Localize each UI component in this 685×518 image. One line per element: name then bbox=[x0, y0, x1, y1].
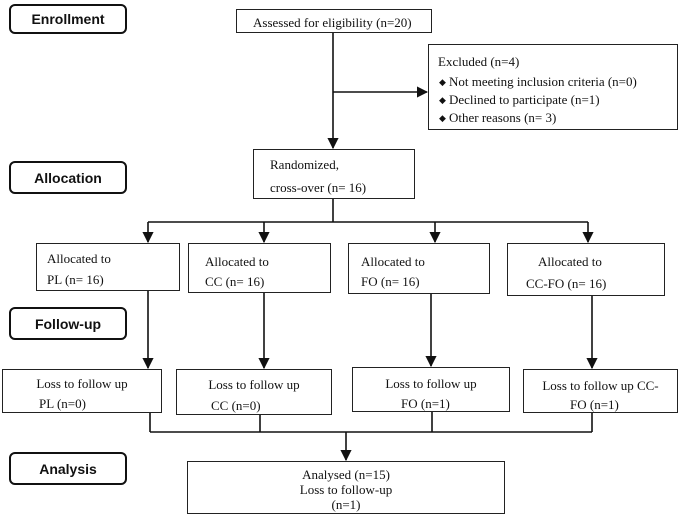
stage-label-text: Follow-up bbox=[34, 315, 102, 332]
allocated-line2: FO (n= 16) bbox=[361, 274, 420, 289]
stage-label-follow-up: Follow-up bbox=[9, 307, 127, 340]
diamond-bullet-icon: ◆ bbox=[439, 113, 446, 123]
randomized-line1: Randomized, bbox=[270, 157, 339, 172]
allocated-line1: Allocated to bbox=[361, 254, 425, 269]
excluded-reason-item: ◆Not meeting inclusion criteria (n=0) bbox=[436, 73, 637, 91]
randomized-box: Randomized, cross-over (n= 16) bbox=[253, 149, 415, 199]
diamond-bullet-icon: ◆ bbox=[439, 77, 446, 87]
analysed-line3: (n=1) bbox=[331, 497, 361, 512]
allocated-line1: Allocated to bbox=[538, 254, 602, 269]
stage-label-text: Analysis bbox=[39, 460, 97, 477]
allocated-box-cc: Allocated to CC (n= 16) bbox=[188, 243, 331, 293]
allocated-box-fo: Allocated to FO (n= 16) bbox=[348, 243, 490, 294]
excluded-box: Excluded (n=4) ◆Not meeting inclusion cr… bbox=[428, 44, 678, 130]
excluded-title: Excluded (n=4) bbox=[438, 54, 520, 69]
allocated-line2: PL (n= 16) bbox=[47, 272, 104, 287]
loss-box-pl: Loss to follow up PL (n=0) bbox=[2, 369, 162, 413]
allocated-box-pl: Allocated to PL (n= 16) bbox=[36, 243, 180, 291]
stage-label-enrollment: Enrollment bbox=[9, 4, 127, 34]
diamond-bullet-icon: ◆ bbox=[439, 95, 446, 105]
stage-label-text: Enrollment bbox=[31, 11, 105, 27]
assessed-box: Assessed for eligibility (n=20) bbox=[236, 9, 432, 33]
loss-line1: Loss to follow up bbox=[385, 376, 477, 391]
excluded-reason-list: ◆Not meeting inclusion criteria (n=0) ◆D… bbox=[436, 73, 637, 127]
loss-line1: Loss to follow up CC- bbox=[542, 378, 659, 393]
loss-box-cc-fo: Loss to follow up CC- FO (n=1) bbox=[523, 369, 678, 413]
analysed-line2: Loss to follow-up bbox=[299, 482, 393, 497]
allocated-line2: CC-FO (n= 16) bbox=[526, 276, 607, 291]
loss-line2: PL (n=0) bbox=[39, 396, 86, 411]
analysed-box: Analysed (n=15) Loss to follow-up (n=1) bbox=[187, 461, 505, 514]
excluded-reason-item: ◆Declined to participate (n=1) bbox=[436, 91, 637, 109]
loss-line1: Loss to follow up bbox=[36, 376, 128, 391]
stage-label-allocation: Allocation bbox=[9, 161, 127, 194]
allocated-box-cc-fo: Allocated to CC-FO (n= 16) bbox=[507, 243, 665, 296]
loss-line2: CC (n=0) bbox=[211, 398, 261, 413]
allocated-line2: CC (n= 16) bbox=[205, 274, 265, 289]
loss-box-fo: Loss to follow up FO (n=1) bbox=[352, 367, 510, 412]
allocated-line1: Allocated to bbox=[205, 254, 269, 269]
analysed-line1: Analysed (n=15) bbox=[302, 467, 390, 482]
excluded-reason-text: Not meeting inclusion criteria (n=0) bbox=[449, 74, 637, 89]
loss-box-cc: Loss to follow up CC (n=0) bbox=[176, 369, 332, 415]
loss-line2: FO (n=1) bbox=[401, 396, 450, 411]
excluded-reason-text: Other reasons (n= 3) bbox=[449, 110, 557, 125]
allocated-line1: Allocated to bbox=[47, 251, 111, 266]
excluded-reason-item: ◆Other reasons (n= 3) bbox=[436, 109, 637, 127]
loss-line2: FO (n=1) bbox=[570, 397, 619, 412]
stage-label-text: Allocation bbox=[34, 169, 102, 186]
assessed-text: Assessed for eligibility (n=20) bbox=[253, 15, 412, 30]
loss-line1: Loss to follow up bbox=[208, 377, 300, 392]
randomized-line2: cross-over (n= 16) bbox=[270, 180, 367, 195]
stage-label-analysis: Analysis bbox=[9, 452, 127, 485]
excluded-reason-text: Declined to participate (n=1) bbox=[449, 92, 600, 107]
